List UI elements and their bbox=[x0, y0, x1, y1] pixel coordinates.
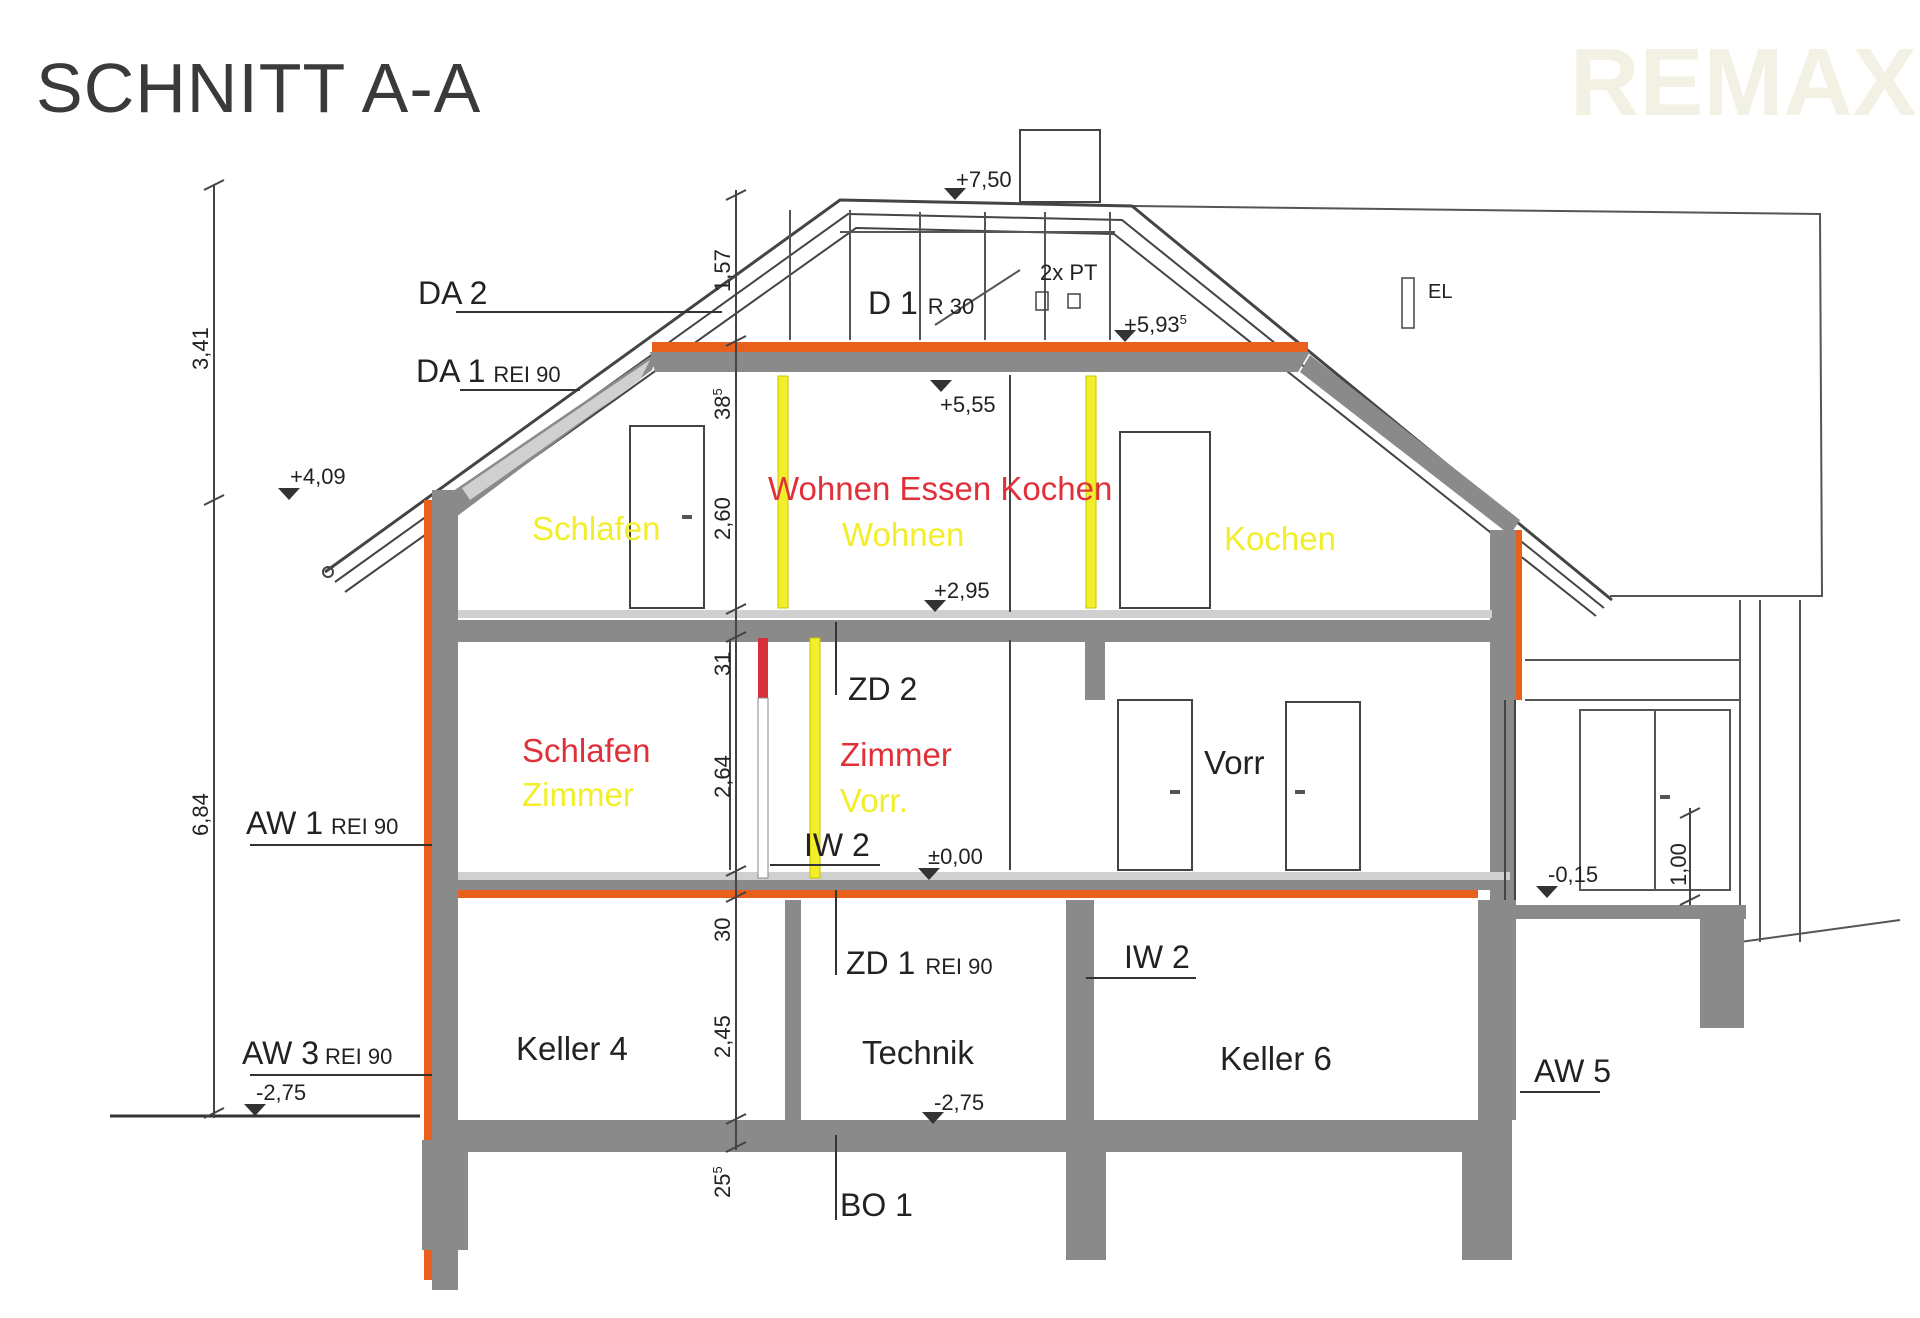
label-iw2-ground: IW 2 bbox=[804, 827, 870, 863]
elevation-markers bbox=[244, 188, 1558, 1124]
dim-roof: 1,57 bbox=[710, 249, 735, 292]
slabs bbox=[440, 610, 1510, 1260]
room-ground-zimmer-red: Zimmer bbox=[840, 736, 952, 773]
dim-left-lower: 6,84 bbox=[188, 793, 213, 836]
room-keller-6: Keller 6 bbox=[1220, 1040, 1332, 1077]
room-upper-red: Wohnen Essen Kochen bbox=[768, 470, 1112, 507]
room-ground-vorr: Vorr bbox=[1204, 744, 1265, 781]
leader-lines bbox=[250, 311, 1600, 1220]
dim-upper-room: 2,60 bbox=[710, 497, 735, 540]
label-zd2: ZD 2 bbox=[848, 671, 917, 707]
dim-railing: 1,00 bbox=[1666, 843, 1691, 886]
dim-basement-room: 2,45 bbox=[710, 1015, 735, 1058]
room-ground-schlafen: Schlafen bbox=[522, 732, 650, 769]
label-pt: 2x PT bbox=[1040, 260, 1097, 285]
elev-outside-ground: -2,75 bbox=[256, 1080, 306, 1105]
room-ground-vorr-yellow: Vorr. bbox=[840, 782, 908, 819]
right-facade bbox=[1504, 700, 1516, 900]
elev-upper-floor: +2,95 bbox=[934, 578, 990, 603]
dim-slab-base: 30 bbox=[710, 918, 735, 942]
room-upper-wohnen: Wohnen bbox=[842, 516, 964, 553]
room-technik: Technik bbox=[862, 1034, 974, 1071]
dim-ground-room: 2,64 bbox=[710, 755, 735, 798]
pt-box bbox=[1035, 291, 1049, 311]
room-keller-4: Keller 4 bbox=[516, 1030, 628, 1067]
label-aw5: AW 5 bbox=[1534, 1053, 1611, 1089]
elev-ceiling-top: +5,55 bbox=[940, 392, 996, 417]
room-ground-zimmer-yellow: Zimmer bbox=[522, 776, 634, 813]
el-box bbox=[1401, 277, 1415, 329]
neighbour-building bbox=[1129, 205, 1901, 943]
elev-outside: +4,09 bbox=[290, 464, 346, 489]
dimension-lines bbox=[203, 179, 1701, 1153]
elev-ridge: +7,50 bbox=[956, 167, 1012, 192]
drawing-title: SCHNITT A-A bbox=[36, 49, 482, 127]
elev-attic-floor: +5,935 bbox=[1124, 312, 1187, 337]
remax-watermark: REMAX bbox=[1570, 29, 1917, 136]
roof bbox=[322, 129, 1613, 617]
doors bbox=[629, 200, 1361, 1120]
elev-basement-floor: -2,75 bbox=[934, 1090, 984, 1115]
dim-left-upper: 3,41 bbox=[188, 327, 213, 370]
chimney bbox=[1019, 129, 1101, 203]
label-bo1: BO 1 bbox=[840, 1187, 913, 1223]
dim-slab-top: 385 bbox=[710, 388, 735, 420]
room-upper-schlafen: Schlafen bbox=[532, 510, 660, 547]
dim-slab-mid: 31 bbox=[710, 652, 735, 676]
marked-walls bbox=[757, 375, 1097, 879]
elev-ground-floor: ±0,00 bbox=[928, 844, 983, 869]
label-iw2-basement: IW 2 bbox=[1124, 939, 1190, 975]
room-upper-kochen: Kochen bbox=[1224, 520, 1336, 557]
pt-box bbox=[1067, 293, 1081, 309]
door-handles bbox=[682, 515, 1670, 799]
elev-terrace: -0,15 bbox=[1548, 862, 1598, 887]
label-da2: DA 2 bbox=[418, 275, 487, 311]
dim-foundation: 255 bbox=[710, 1166, 735, 1198]
label-el: EL bbox=[1428, 281, 1452, 303]
